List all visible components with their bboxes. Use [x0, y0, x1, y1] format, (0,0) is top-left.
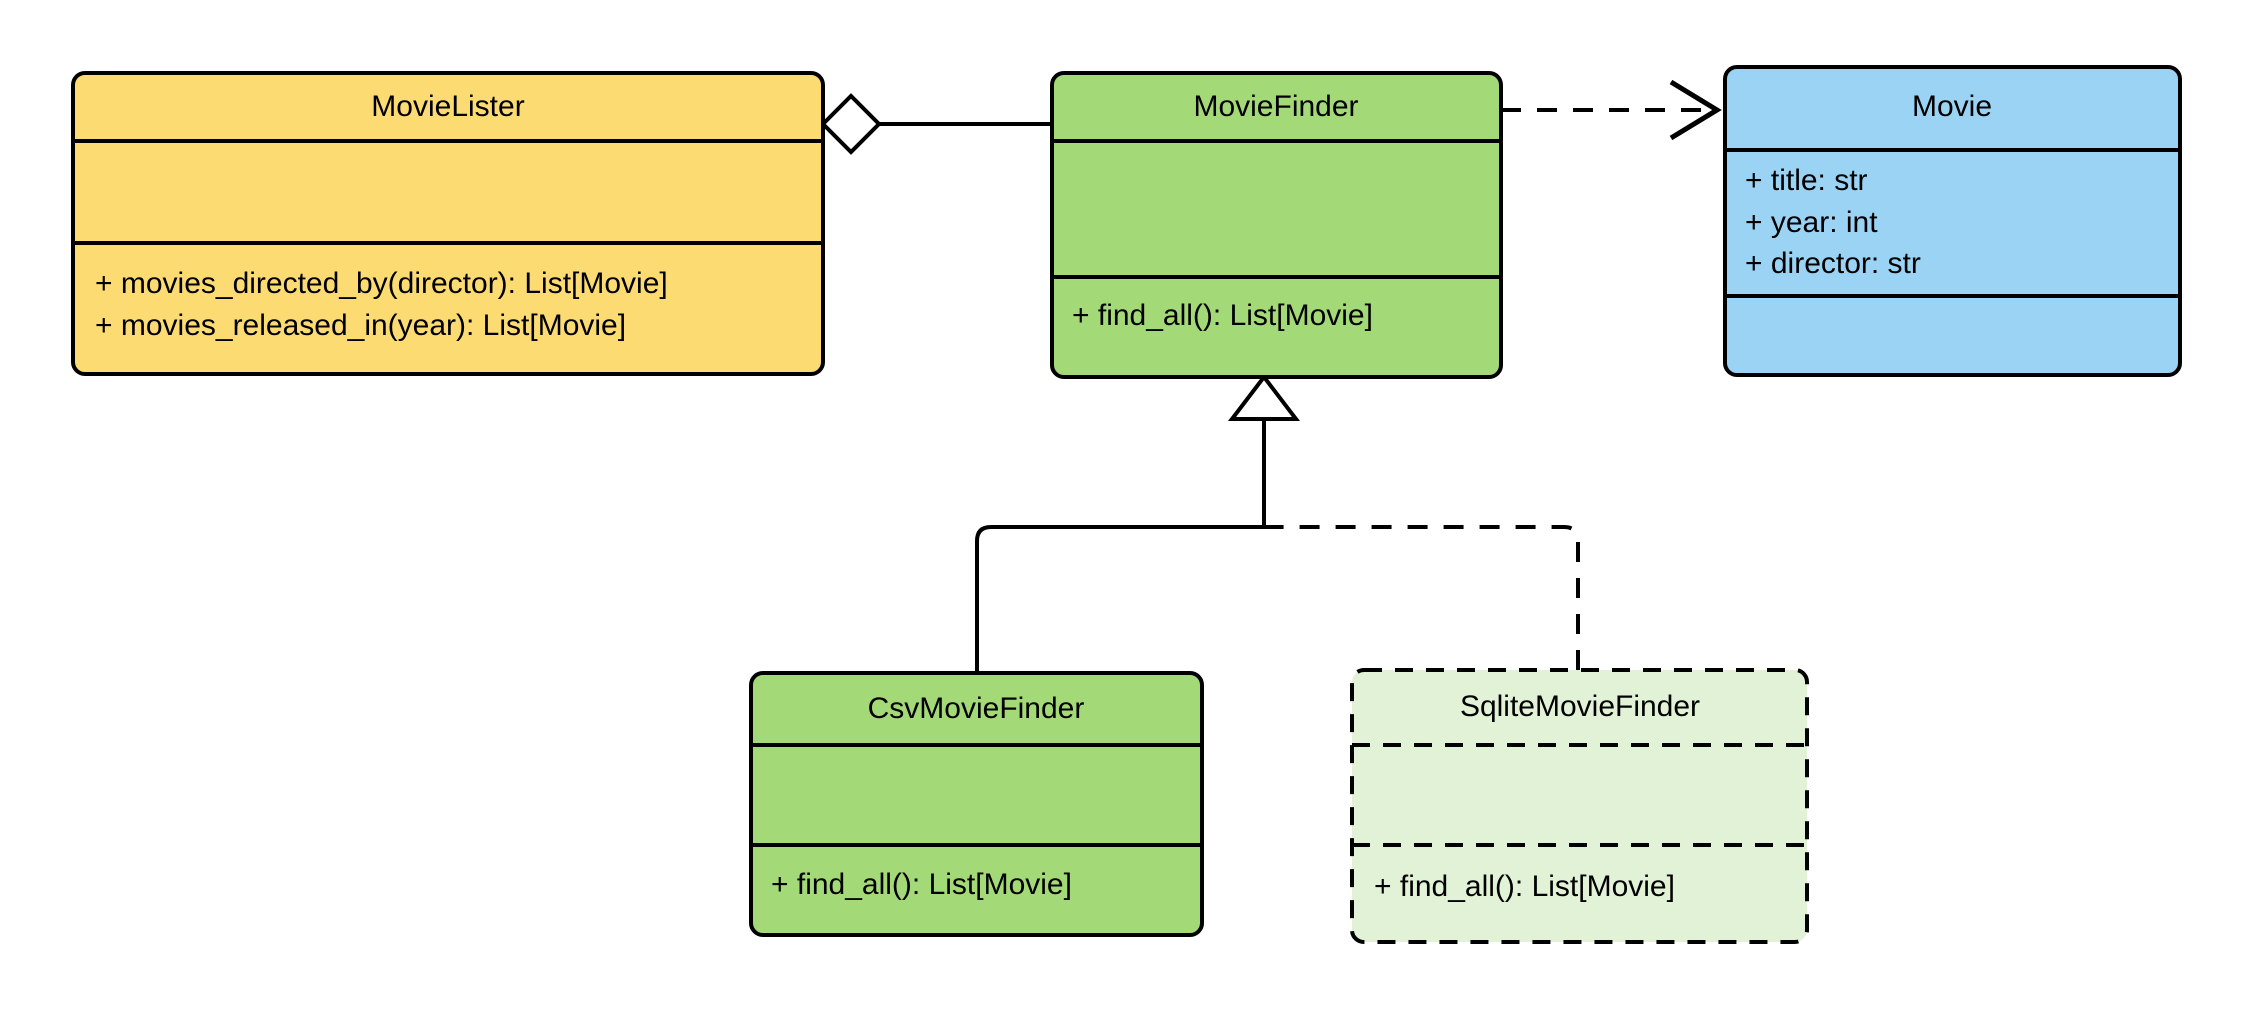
class-box-movie[interactable]: Movie + title: str + year: int + directo…: [1723, 65, 2182, 377]
movie-attribute-2: + director: str: [1745, 247, 1921, 280]
movielister-method-1: + movies_released_in(year): List[Movie]: [95, 309, 626, 342]
csvmoviefinder-method-0: + find_all(): List[Movie]: [771, 868, 1072, 901]
relationship-generalization-csv-finder[interactable]: [975, 417, 1266, 673]
csvmoviefinder-title: CsvMovieFinder: [868, 692, 1085, 725]
moviefinder-body: [1050, 71, 1503, 379]
generalization-line-sqlite: [1264, 525, 1580, 670]
sqlitemoviefinder-title: SqliteMovieFinder: [1460, 690, 1700, 723]
relationship-dependency-finder-movie[interactable]: [1501, 79, 1722, 141]
movielister-method-0: + movies_directed_by(director): List[Mov…: [95, 267, 668, 300]
movie-attribute-1: + year: int: [1745, 206, 1878, 239]
moviefinder-title: MovieFinder: [1193, 90, 1358, 123]
sqlitemoviefinder-method-0: + find_all(): List[Movie]: [1374, 870, 1675, 903]
relationship-aggregation-lister-finder[interactable]: [820, 93, 1052, 155]
class-box-movielister[interactable]: MovieLister + movies_directed_by(directo…: [71, 71, 825, 376]
sqlitemoviefinder-body: [1350, 668, 1809, 944]
moviefinder-method-0: + find_all(): List[Movie]: [1072, 299, 1373, 332]
movielister-body: [71, 71, 825, 376]
generalization-line-csv: [975, 417, 1266, 673]
class-box-sqlitemoviefinder[interactable]: SqliteMovieFinder + find_all(): List[Mov…: [1350, 668, 1809, 944]
movie-attribute-0: + title: str: [1745, 164, 1868, 197]
open-arrow-icon: [1669, 79, 1722, 141]
relationship-generalization-sqlite-finder[interactable]: [1264, 525, 1580, 670]
hollow-triangle-icon: [1227, 373, 1301, 421]
csvmoviefinder-body: [749, 671, 1204, 937]
hollow-diamond-icon: [820, 93, 882, 155]
class-box-csvmoviefinder[interactable]: CsvMovieFinder + find_all(): List[Movie]: [749, 671, 1204, 937]
movielister-title: MovieLister: [371, 90, 524, 123]
movie-title: Movie: [1912, 90, 1992, 123]
class-box-moviefinder[interactable]: MovieFinder + find_all(): List[Movie]: [1050, 71, 1503, 379]
